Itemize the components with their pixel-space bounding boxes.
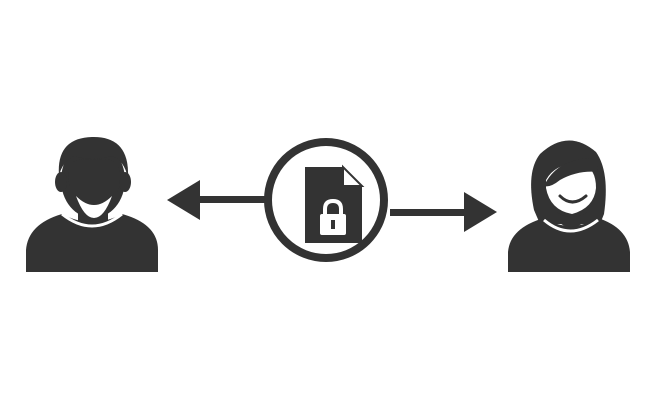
arrow-left-icon <box>167 180 266 220</box>
male-face-features <box>68 159 121 218</box>
female-neck <box>556 212 588 227</box>
document-circle <box>264 138 388 262</box>
female-fringe <box>544 158 598 187</box>
male-collar <box>61 212 123 228</box>
female-collar <box>543 218 599 233</box>
female-smile <box>558 194 588 204</box>
arrow-right-icon <box>390 192 497 232</box>
locked-document-icon <box>305 164 365 243</box>
lock-icon <box>320 198 346 235</box>
